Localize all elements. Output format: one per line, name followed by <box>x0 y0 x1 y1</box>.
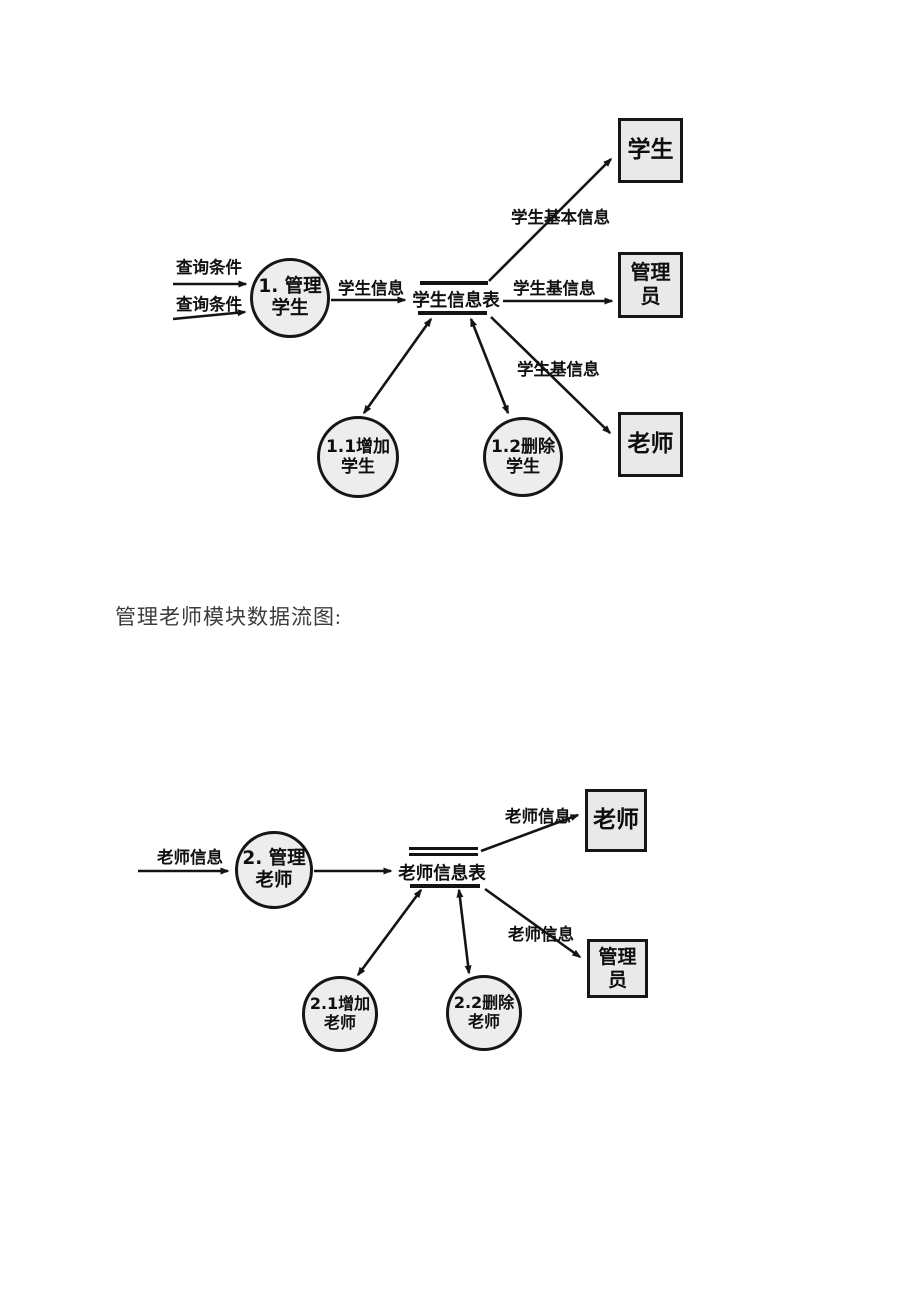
flow-label-teacher-info-in: 老师信息 <box>157 848 223 867</box>
entity-admin2-box: 管理 员 <box>587 939 648 998</box>
entity-teacher-label: 老师 <box>627 430 674 457</box>
datastore-teacher-table: 老师信息表 <box>398 864 486 884</box>
process-manage-students-circle: 1. 管理 学生 <box>250 258 330 338</box>
flow-add-student-arrow <box>362 317 433 415</box>
process-add-teacher-circle: 2.1增加 老师 <box>302 976 378 1052</box>
entity-admin-box: 管理员 <box>618 252 683 318</box>
entity-teacher-box: 老师 <box>618 412 683 477</box>
process-manage-teachers-circle: 2. 管理 老师 <box>235 831 313 909</box>
datastore-student-bottom-line <box>418 311 487 315</box>
flow-delete-student-arrow <box>469 317 510 415</box>
section-caption: 管理老师模块数据流图: <box>115 605 342 629</box>
process-delete-student-label: 1.2删除 学生 <box>490 436 556 477</box>
entity-admin-label: 管理员 <box>630 260 671 308</box>
flow-add-teacher-arrow <box>356 888 423 977</box>
entity-teacher2-box: 老师 <box>585 789 647 852</box>
process-delete-teacher-label: 2.2删除 老师 <box>453 993 515 1031</box>
flow-label-student-info: 学生信息 <box>338 279 404 298</box>
flow-label-teacher-info-teacher: 老师信息 <box>505 807 571 826</box>
flow-label-student-base-info-admin: 学生基信息 <box>513 279 596 298</box>
flow-label-query-conditions-1: 查询条件 <box>176 258 242 277</box>
datastore-teacher-top-line-1 <box>409 847 478 850</box>
process-add-student-label: 1.1增加 学生 <box>325 436 391 477</box>
flow-label-teacher-info-admin: 老师信息 <box>508 925 574 944</box>
flow-label-query-conditions-2: 查询条件 <box>176 295 242 314</box>
flow-delete-teacher-arrow <box>456 888 472 975</box>
datastore-teacher-top-line-2 <box>409 853 478 856</box>
entity-student-box: 学生 <box>618 118 683 183</box>
process-manage-teachers-label: 2. 管理 老师 <box>242 848 306 891</box>
flow-label-student-basic-info: 学生基本信息 <box>511 208 610 227</box>
process-delete-student-circle: 1.2删除 学生 <box>483 417 563 497</box>
entity-teacher2-label: 老师 <box>593 806 639 833</box>
process-add-student-circle: 1.1增加 学生 <box>317 416 399 498</box>
process-delete-teacher-circle: 2.2删除 老师 <box>446 975 522 1051</box>
process-manage-students-label: 1. 管理 学生 <box>258 276 322 319</box>
datastore-student-top-line <box>420 281 488 285</box>
datastore-student-table: 学生信息表 <box>412 291 500 311</box>
flow-label-student-base-info-teacher: 学生基信息 <box>517 360 600 379</box>
process-add-teacher-label: 2.1增加 老师 <box>309 994 371 1032</box>
datastore-teacher-bottom-line <box>410 884 480 888</box>
entity-student-label: 学生 <box>627 136 674 163</box>
entity-admin2-label: 管理 员 <box>598 946 637 991</box>
